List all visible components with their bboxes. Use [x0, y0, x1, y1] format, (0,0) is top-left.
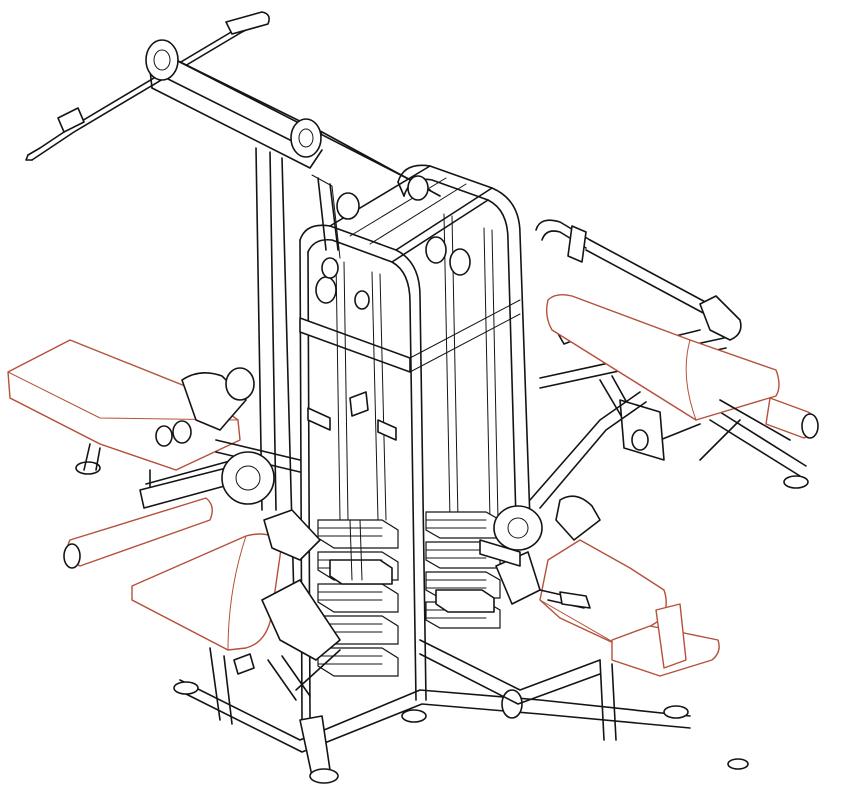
tower-pulley-3 [425, 236, 447, 264]
foot-left-rear [75, 461, 101, 475]
base-frame [75, 411, 809, 784]
tower-pulley-1 [336, 192, 360, 220]
front-seat-pad [131, 533, 283, 651]
pulley-top-left [145, 39, 179, 81]
weight-stack-left [317, 519, 399, 677]
foot-right-rear [783, 475, 809, 489]
foot-right-corner [727, 758, 749, 770]
foot-right-front [663, 705, 689, 719]
bench-front-center [131, 509, 341, 701]
front-seat-adjust-bracket [261, 579, 341, 661]
leg-roller-pad [66, 497, 213, 567]
pec-arm-hub [493, 505, 543, 551]
foot-left [173, 681, 199, 695]
pulley-top-right [290, 118, 322, 158]
foot-front [309, 768, 339, 784]
base-pulley [501, 689, 523, 719]
lat-pulldown-bar [25, 11, 270, 161]
bench-right [545, 293, 819, 461]
tower-pulley-4 [449, 248, 471, 276]
weight-stack-right [425, 511, 501, 629]
tower-pulley-2 [407, 175, 429, 201]
bench-left [7, 339, 301, 569]
weight-stack-tower [299, 164, 531, 721]
leg-extension-hub [221, 451, 275, 505]
bench-front-right [479, 391, 720, 741]
tower-pulley-5 [315, 276, 337, 304]
stack-crossbar [299, 317, 411, 373]
top-beam [145, 39, 441, 197]
bench-right-back-pad [545, 293, 780, 421]
foot-center [401, 709, 427, 723]
